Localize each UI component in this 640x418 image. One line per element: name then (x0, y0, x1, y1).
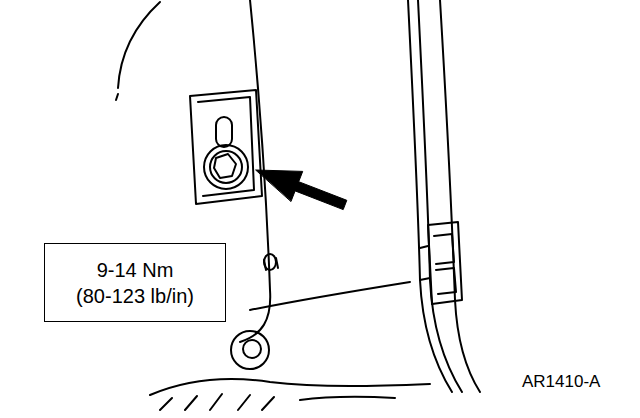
bolt-head (210, 151, 242, 183)
pointer-arrow (256, 170, 347, 210)
striker (436, 268, 456, 294)
bracket-plate (198, 97, 254, 196)
figure-code: AR1410-A (522, 372, 600, 392)
stud (264, 258, 278, 270)
torque-spec: 9-14 Nm (97, 257, 174, 283)
bracket-plate (190, 90, 262, 204)
floor-hatch (160, 394, 274, 410)
panel-contour (118, 2, 160, 88)
lower-bolt (243, 340, 261, 358)
striker (434, 234, 454, 264)
slot (216, 117, 232, 147)
torque-box: 9-14 Nm(80-123 lb/in) (44, 243, 226, 322)
panel-contour (250, 282, 410, 310)
floor-contour (150, 379, 430, 395)
panel-contour (116, 94, 118, 100)
striker (420, 246, 430, 280)
lower-bolt (231, 331, 269, 369)
floor-contour (300, 397, 395, 400)
pillar-edge (408, 0, 452, 392)
pillar-edge (440, 0, 480, 392)
torque-spec: (80-123 lb/in) (76, 283, 194, 309)
striker (428, 222, 462, 304)
bolt-flange (204, 145, 248, 189)
pillar-edge (418, 0, 462, 392)
bolt-hex (214, 154, 236, 178)
